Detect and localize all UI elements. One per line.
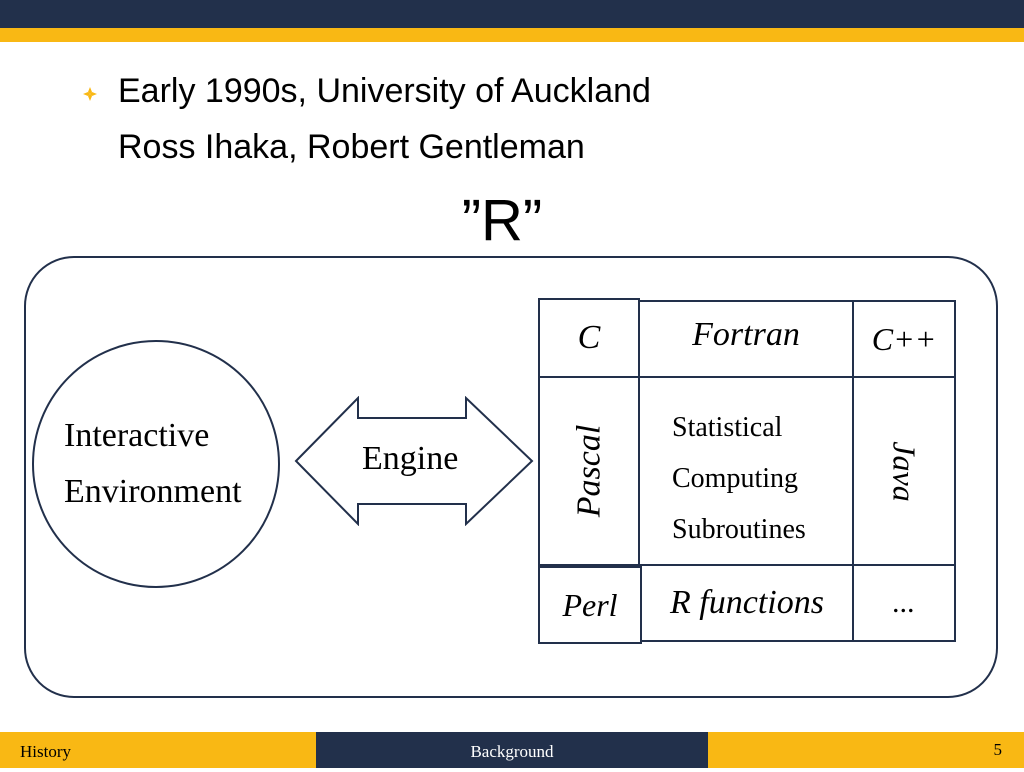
- footer-subsection-label: Background: [316, 732, 708, 768]
- engine-label: Engine: [362, 440, 459, 477]
- center-label-line-1: Statistical: [672, 412, 783, 443]
- circle-label: Interactive Environment: [64, 408, 242, 520]
- cell-perl: Perl: [538, 566, 642, 644]
- cell-fortran: Fortran: [638, 300, 854, 378]
- cell-statistical-computing: [638, 376, 854, 566]
- cell-java-label: Java: [886, 440, 923, 502]
- cell-c-label: C: [577, 319, 601, 356]
- cell-pascal-label: Pascal: [569, 424, 607, 518]
- center-label-line-3: Subroutines: [672, 514, 806, 545]
- bullet-line-1: Early 1990s, University of Auckland: [118, 72, 651, 110]
- top-navy-bar: [0, 0, 1024, 28]
- cell-r-functions-label: R functions: [670, 584, 824, 621]
- diagram-frame: [24, 256, 998, 698]
- circle-label-line-1: Interactive: [64, 417, 210, 454]
- top-gold-stripe: [0, 28, 1024, 42]
- cell-cpp-label: C++: [871, 320, 937, 357]
- environment-circle: [32, 340, 280, 588]
- slide-title: ”R”: [461, 188, 543, 253]
- cell-ellipsis-label: ...: [892, 586, 916, 619]
- cell-perl-label: Perl: [562, 586, 618, 623]
- footer-bar: History Background 5: [0, 732, 1024, 768]
- cell-ellipsis: ...: [852, 564, 956, 642]
- center-label: Statistical Computing Subroutines: [672, 402, 806, 555]
- diamond-bullet-icon: [83, 87, 97, 101]
- double-arrow: [294, 396, 534, 526]
- cell-cpp: C++: [852, 300, 956, 378]
- circle-label-line-2: Environment: [64, 473, 242, 510]
- bullet-line-2: Ross Ihaka, Robert Gentleman: [118, 128, 585, 166]
- cell-pascal: Pascal: [538, 376, 640, 566]
- center-label-line-2: Computing: [672, 463, 799, 494]
- cell-c: C: [538, 298, 640, 378]
- cell-java: Java: [852, 376, 956, 566]
- cell-r-functions: R functions: [640, 564, 854, 642]
- footer-section-label: History: [0, 732, 316, 768]
- footer-page-number: 5: [708, 732, 1024, 768]
- cell-fortran-label: Fortran: [692, 316, 800, 353]
- bullet-item: Early 1990s, University of Auckland: [82, 70, 651, 112]
